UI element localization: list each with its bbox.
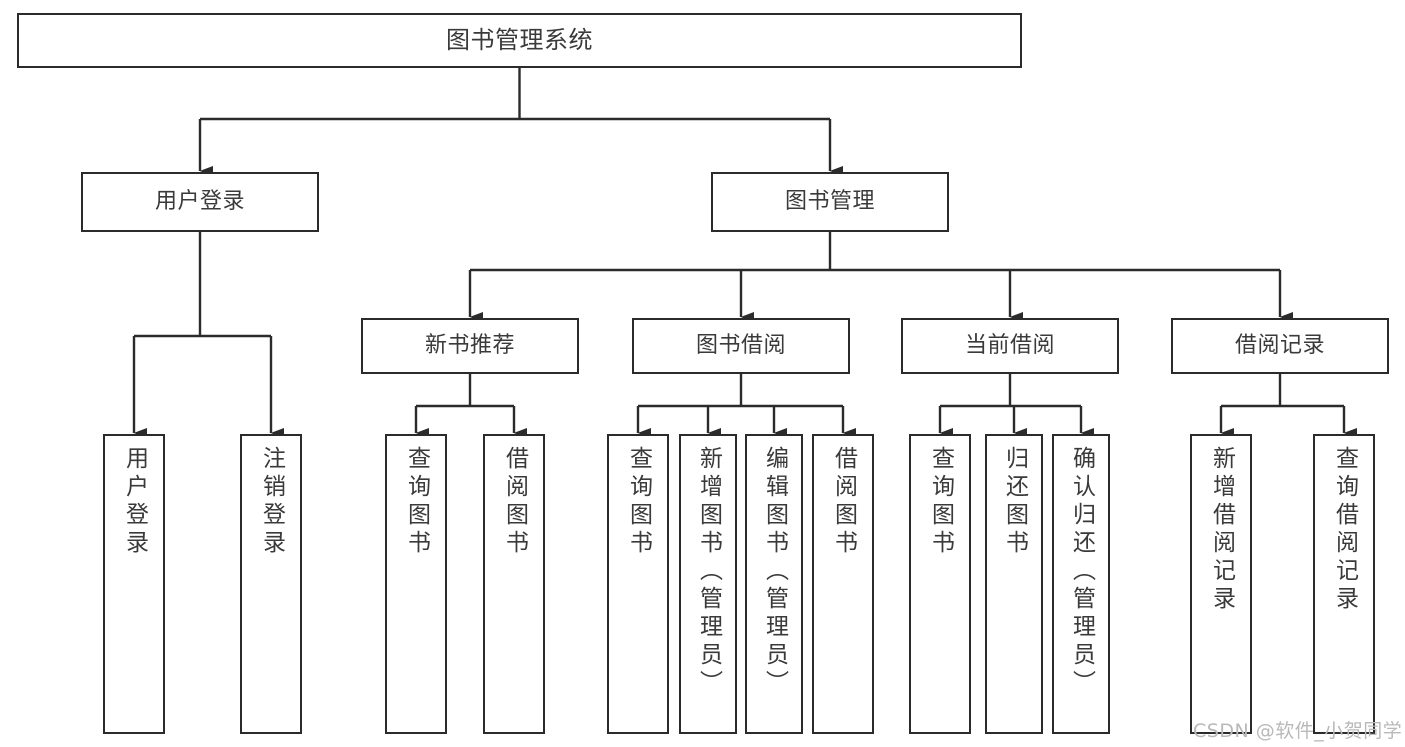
leaf-borrow-book-label: 借阅图书 (830, 446, 857, 558)
leaf-borrow-book[interactable]: 借阅图书 (812, 434, 874, 734)
csdn-watermark: CSDN @软件_小贺同学 (1193, 720, 1403, 742)
node-book-borrow-label: 图书借阅 (695, 333, 786, 359)
leaf-edit-book-admin[interactable]: 编辑图书（管理员） (745, 434, 803, 734)
node-new-book-recommend-label: 新书推荐 (424, 333, 515, 359)
leaf-confirm-return-admin-label: 确认归还（管理员） (1068, 446, 1095, 698)
node-borrow-records[interactable]: 借阅记录 (1171, 318, 1389, 374)
leaf-query-book-recommend-label: 查询图书 (403, 446, 430, 558)
leaf-add-borrow-record[interactable]: 新增借阅记录 (1190, 434, 1252, 734)
leaf-edit-book-admin-label: 编辑图书（管理员） (761, 446, 788, 698)
node-book-management[interactable]: 图书管理 (711, 172, 949, 232)
leaf-query-book-borrow-label: 查询图书 (625, 446, 652, 558)
leaf-confirm-return-admin[interactable]: 确认归还（管理员） (1052, 434, 1110, 734)
leaf-user-login-label: 用户登录 (121, 446, 148, 558)
node-current-borrow[interactable]: 当前借阅 (901, 318, 1119, 374)
node-current-borrow-label: 当前借阅 (964, 333, 1055, 359)
leaf-add-book-admin-label: 新增图书（管理员） (695, 446, 722, 698)
node-borrow-records-label: 借阅记录 (1234, 333, 1325, 359)
leaf-borrow-book-recommend-label: 借阅图书 (501, 446, 528, 558)
leaf-user-logout-label: 注销登录 (258, 446, 285, 558)
leaf-borrow-book-recommend[interactable]: 借阅图书 (483, 434, 545, 734)
leaf-query-book-current-label: 查询图书 (927, 446, 954, 558)
leaf-add-borrow-record-label: 新增借阅记录 (1208, 446, 1235, 614)
leaf-query-borrow-record[interactable]: 查询借阅记录 (1313, 434, 1375, 734)
leaf-user-logout[interactable]: 注销登录 (240, 434, 302, 734)
leaf-return-book[interactable]: 归还图书 (985, 434, 1043, 734)
leaf-return-book-label: 归还图书 (1001, 446, 1028, 558)
node-book-management-label: 图书管理 (784, 189, 875, 215)
node-new-book-recommend[interactable]: 新书推荐 (361, 318, 579, 374)
node-user-login[interactable]: 用户登录 (81, 172, 319, 232)
leaf-query-book-borrow[interactable]: 查询图书 (607, 434, 669, 734)
leaf-add-book-admin[interactable]: 新增图书（管理员） (679, 434, 737, 734)
node-user-login-label: 用户登录 (154, 189, 245, 215)
leaf-query-book-current[interactable]: 查询图书 (909, 434, 971, 734)
leaf-query-borrow-record-label: 查询借阅记录 (1331, 446, 1358, 614)
leaf-user-login[interactable]: 用户登录 (103, 434, 165, 734)
node-root-label: 图书管理系统 (446, 26, 593, 55)
node-book-borrow[interactable]: 图书借阅 (632, 318, 850, 374)
leaf-query-book-recommend[interactable]: 查询图书 (385, 434, 447, 734)
node-root[interactable]: 图书管理系统 (17, 13, 1022, 68)
